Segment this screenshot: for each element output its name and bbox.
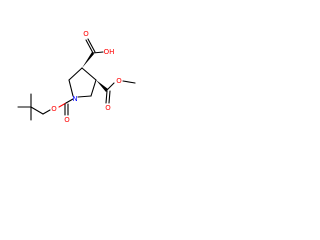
wedge-bond-c4-ester [96, 80, 108, 92]
ring-bond-c4-c5 [90, 79, 97, 97]
ester-c-o-double-1 [105, 90, 108, 104]
acid-c-oh [92, 51, 104, 54]
acid-carbonyl-oxygen-label: O [83, 30, 89, 38]
carboxylic-acid-group [82, 38, 104, 68]
tert-butyl-group [17, 93, 44, 121]
methyl-ester-carbonyl-oxygen-label: O [105, 104, 111, 112]
bond-carbonyl-n [65, 98, 74, 104]
ester-c-o-double-2 [108, 90, 111, 104]
boc-ester-oxygen-label: O [51, 105, 57, 113]
acid-hydroxyl-label: OH [104, 48, 115, 56]
ester-c-o-single [106, 82, 115, 91]
chemical-structure: N O O O OH O O [17, 30, 136, 124]
ring-bond-c2-c3 [68, 67, 83, 81]
bond-tbu-c4 [30, 106, 44, 115]
boc-group [42, 98, 74, 116]
ring-bond-c5-n [77, 95, 92, 98]
ester-o-methyl [122, 80, 136, 84]
pyrrolidine-ring [68, 67, 97, 98]
methyl-ester-group [96, 80, 136, 104]
nitrogen-label: N [72, 95, 77, 103]
ring-bond-c3-c4 [81, 67, 97, 81]
boc-carbonyl-oxygen-label: O [64, 116, 70, 124]
wedge-bond-c3-acid [82, 52, 94, 68]
bond-tbu-o [42, 109, 51, 115]
methyl-ester-oxygen-label: O [116, 77, 122, 85]
ring-bond-n-c2 [68, 79, 74, 97]
acid-c-o-double-2 [87, 38, 96, 53]
acid-c-o-double-1 [85, 39, 94, 54]
